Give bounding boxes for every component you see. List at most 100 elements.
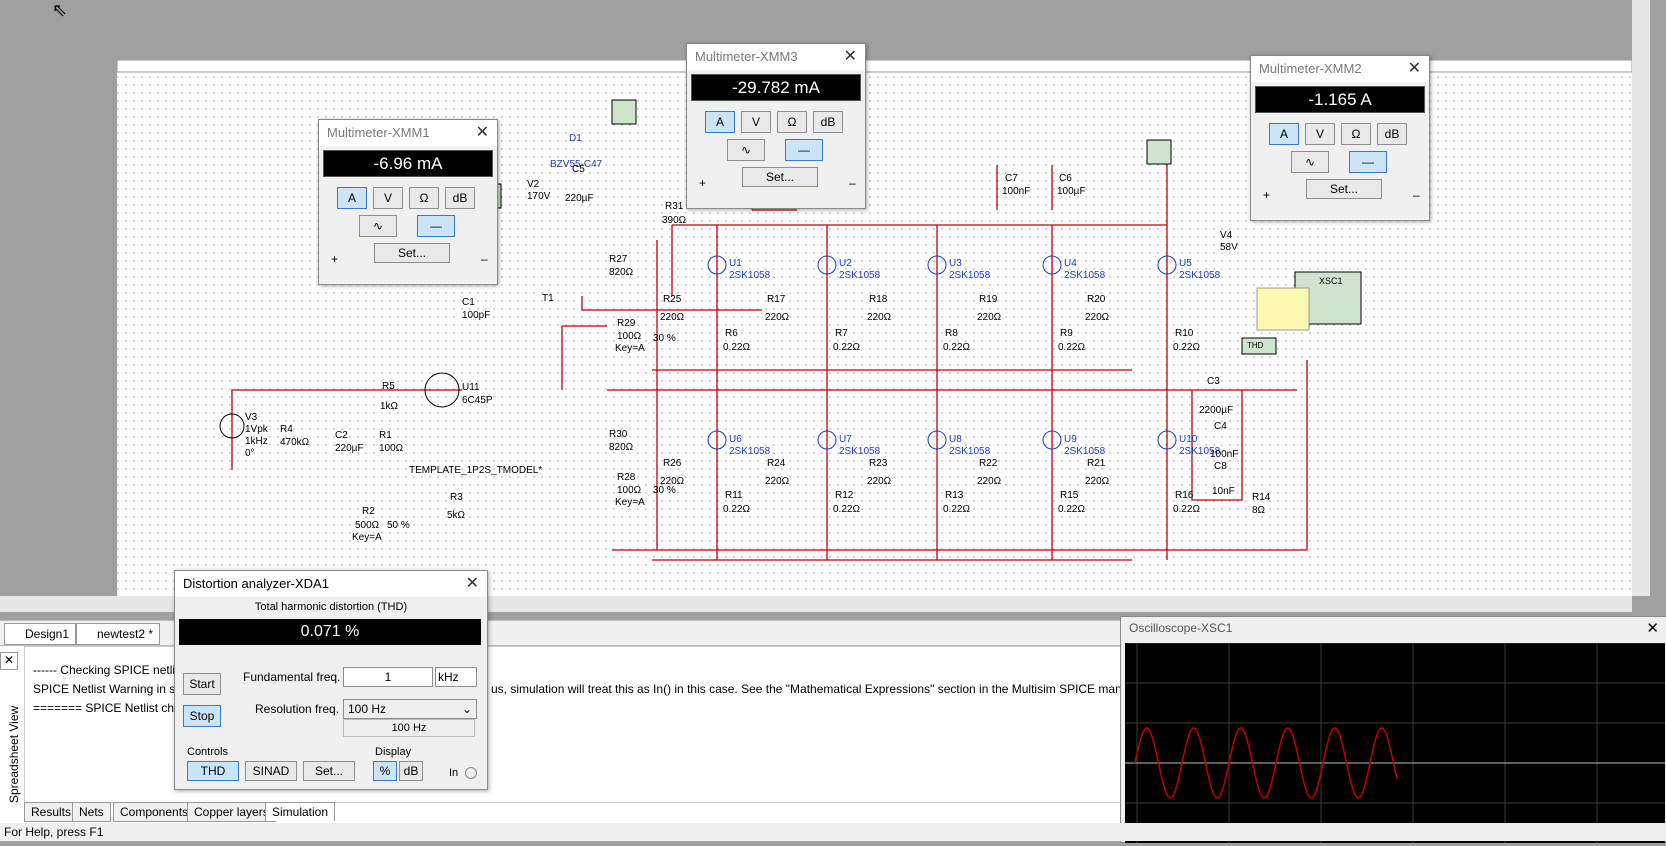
label-r29k: Key=A	[615, 343, 645, 354]
volts-button[interactable]: V	[741, 111, 771, 133]
set-button[interactable]: Set...	[742, 167, 818, 187]
db-button[interactable]: dB	[813, 111, 843, 133]
tab-simulation[interactable]: Simulation	[265, 802, 336, 821]
label-r3v: 5kΩ	[447, 510, 466, 521]
label-r15v: 0.22Ω	[1058, 504, 1085, 515]
minus-terminal: –	[481, 252, 488, 266]
close-icon[interactable]: ✕	[0, 652, 18, 670]
tab-results[interactable]: Results	[24, 802, 79, 822]
label-r21: R21	[1087, 458, 1106, 469]
label-r17: R17	[767, 294, 786, 305]
start-button[interactable]: Start	[183, 673, 221, 695]
input-terminal-label: In	[449, 767, 459, 779]
oscilloscope-window[interactable]: Oscilloscope-XSC1 ✕	[1120, 616, 1666, 843]
label-r10: R10	[1175, 328, 1194, 339]
sinad-button[interactable]: SINAD	[245, 761, 297, 781]
db-button[interactable]: dB	[1377, 123, 1407, 145]
ac-mode-button[interactable]: ∿	[359, 215, 397, 237]
set-button[interactable]: Set...	[374, 243, 450, 263]
label-r25: R25	[663, 294, 682, 305]
label-tmodel: TEMPLATE_1P2S_TMODEL*	[409, 465, 543, 476]
volts-button[interactable]: V	[373, 187, 403, 209]
ohms-button[interactable]: Ω	[777, 111, 807, 133]
label-r23v: 220Ω	[867, 476, 892, 487]
amps-button[interactable]: A	[337, 187, 367, 209]
label-d1: D1	[569, 133, 582, 144]
window-title: Distortion analyzer-XDA1	[183, 576, 329, 591]
ohms-button[interactable]: Ω	[1341, 123, 1371, 145]
label-r2v: 500Ω	[355, 520, 380, 531]
log-line: SPICE Netlist Warning in sc	[33, 682, 182, 696]
resolution-readout: 100 Hz	[343, 719, 475, 737]
label-r14v: 8Ω	[1252, 505, 1266, 516]
tab-newtest2[interactable]: newtest2 *	[76, 623, 161, 645]
fundamental-unit[interactable]: kHz	[435, 667, 477, 687]
db-button[interactable]: dB	[399, 761, 423, 781]
label-r31: R31	[665, 201, 684, 212]
close-icon[interactable]: ✕	[465, 575, 479, 592]
label-r26v: 220Ω	[660, 476, 685, 487]
label-r19v: 220Ω	[977, 312, 1002, 323]
label-r9: R9	[1060, 328, 1073, 339]
dc-mode-button[interactable]: —	[417, 215, 455, 237]
label-r1: R1	[379, 430, 392, 441]
tab-design1[interactable]: Design1	[4, 623, 77, 645]
label-u10-fet: 2SK1058	[1179, 446, 1221, 457]
label-r14: R14	[1252, 492, 1271, 503]
distortion-analyzer-window[interactable]: Distortion analyzer-XDA1 ✕ Total harmonic…	[174, 570, 488, 790]
dc-mode-button[interactable]: —	[1349, 151, 1387, 173]
label-c4v: 100nF	[1210, 449, 1239, 460]
tab-components[interactable]: Components	[113, 802, 196, 822]
plus-terminal: +	[1263, 188, 1271, 202]
label-r28v: 100Ω	[617, 485, 642, 496]
tab-nets[interactable]: Nets	[72, 802, 111, 822]
close-icon[interactable]: ✕	[475, 124, 489, 141]
close-icon[interactable]: ✕	[843, 48, 857, 65]
set-button[interactable]: Set...	[1306, 179, 1382, 199]
label-r3: R3	[450, 492, 463, 503]
label-c1: C1	[462, 297, 475, 308]
db-button[interactable]: dB	[445, 187, 475, 209]
label-u9-fet: 2SK1058	[1064, 446, 1106, 457]
volts-button[interactable]: V	[1305, 123, 1335, 145]
ac-mode-button[interactable]: ∿	[1291, 151, 1329, 173]
set-button[interactable]: Set...	[303, 761, 355, 781]
label-r4v: 470kΩ	[280, 437, 310, 448]
label-r15: R15	[1060, 490, 1079, 501]
label-u3-fet: 2SK1058	[949, 270, 991, 281]
vertical-scrollbar[interactable]	[1632, 0, 1650, 596]
dc-mode-button[interactable]: —	[785, 139, 823, 161]
label-r18v: 220Ω	[867, 312, 892, 323]
close-icon[interactable]: ✕	[1407, 60, 1421, 77]
controls-label: Controls	[187, 746, 228, 758]
fundamental-label: Fundamental freq.	[243, 670, 341, 684]
amps-button[interactable]: A	[705, 111, 735, 133]
thd-button[interactable]: THD	[187, 761, 239, 781]
fundamental-input[interactable]: 1	[343, 667, 433, 687]
tab-copper-layers[interactable]: Copper layers	[187, 802, 276, 822]
window-title: Multimeter-XMM3	[695, 49, 798, 64]
ohms-button[interactable]: Ω	[409, 187, 439, 209]
mouse-cursor-icon: ⇖	[52, 0, 68, 20]
resolution-select[interactable]: 100 Hz⌄	[343, 699, 477, 719]
label-r18: R18	[869, 294, 888, 305]
ac-mode-button[interactable]: ∿	[727, 139, 765, 161]
plus-terminal: +	[331, 252, 339, 266]
label-u8-fet: 2SK1058	[949, 446, 991, 457]
close-icon[interactable]: ✕	[1646, 620, 1659, 637]
label-v4: V4	[1220, 230, 1233, 241]
percent-button[interactable]: %	[373, 761, 397, 781]
thd-heading: Total harmonic distortion (THD)	[254, 601, 408, 613]
label-r27: R27	[609, 254, 628, 265]
oscilloscope-trace	[1125, 642, 1665, 843]
label-r22v: 220Ω	[977, 476, 1002, 487]
stop-button[interactable]: Stop	[183, 705, 221, 727]
label-c8: C8	[1214, 461, 1227, 472]
label-c4: C4	[1214, 421, 1227, 432]
amps-button[interactable]: A	[1269, 123, 1299, 145]
label-r12: R12	[835, 490, 854, 501]
label-c7: C7	[1005, 173, 1018, 184]
